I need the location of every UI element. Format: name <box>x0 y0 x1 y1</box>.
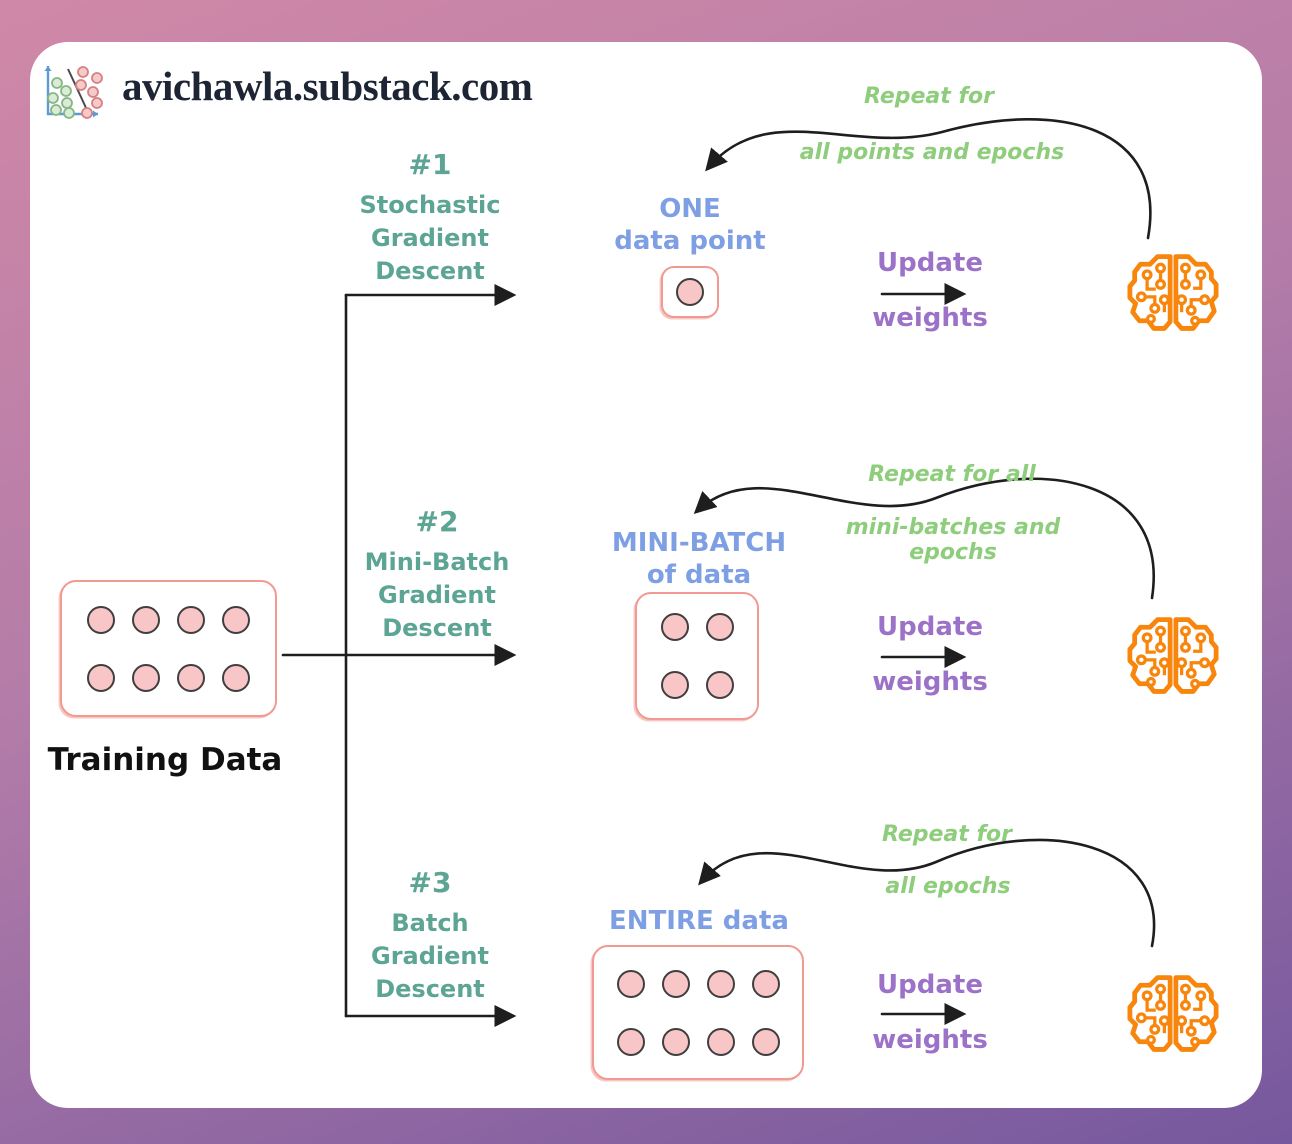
branch-3-target-label: ENTIRE data <box>589 905 809 937</box>
branch-2-name-line: Mini-Batch <box>364 548 510 576</box>
branch-2-data-box <box>635 592 759 720</box>
branch-2-number: #2 <box>415 505 459 538</box>
target-subtitle: of data <box>646 560 752 590</box>
branch-1-number: #1 <box>408 148 452 181</box>
training-data-box <box>60 580 277 717</box>
brain-icon-3 <box>1127 972 1219 1056</box>
repeat-note-3-line-2: all epochs <box>885 874 1011 899</box>
data-point-dot <box>132 605 160 634</box>
branch-3-data-box <box>592 945 804 1080</box>
data-point-dot <box>132 663 160 692</box>
target-title: MINI-BATCH <box>611 528 787 558</box>
repeat-note-3-line-1: Repeat for <box>882 822 1012 847</box>
data-point-dot <box>706 1027 735 1056</box>
repeat-note-1-line-2: all points and epochs <box>799 140 1065 165</box>
data-point-dot <box>222 663 250 692</box>
brain-icon-1 <box>1127 251 1219 335</box>
data-point-dot <box>705 671 734 699</box>
data-point-dot <box>661 1027 690 1056</box>
target-subtitle: data point <box>614 226 766 256</box>
branch-3-name-line: Descent <box>375 975 485 1003</box>
branch-1-target-label: ONE data point <box>600 193 780 257</box>
weights-label-3: weights <box>872 1025 988 1055</box>
branch-2-name-line: Gradient <box>378 581 496 609</box>
data-point-dot <box>222 605 250 634</box>
data-point-dot <box>87 663 115 692</box>
target-title: ENTIRE data <box>609 906 789 936</box>
update-label-3: Update <box>877 970 983 1000</box>
data-point-dot <box>87 605 115 634</box>
update-label-1: Update <box>877 248 983 278</box>
branch-3-number: #3 <box>408 866 452 899</box>
data-point-dot <box>177 605 205 634</box>
branch-1-data-box <box>661 266 719 318</box>
branch-2-name-line: Descent <box>382 614 492 642</box>
data-point-dot <box>660 613 689 641</box>
repeat-note-2-line-1: Repeat for all <box>868 462 1036 487</box>
scatter-plot-logo-icon <box>44 66 103 119</box>
update-label-2: Update <box>877 612 983 642</box>
branch-1-heading: #1 Stochastic Gradient Descent <box>330 148 530 288</box>
training-data-label: Training Data <box>47 742 283 778</box>
target-title: ONE <box>659 194 721 224</box>
branch-2-heading: #2 Mini-Batch Gradient Descent <box>337 505 537 645</box>
branch-1-name-line: Gradient <box>371 224 489 252</box>
weights-label-1: weights <box>872 303 988 333</box>
data-point-dot <box>616 1027 645 1056</box>
data-point-dot <box>706 969 735 998</box>
brain-icon-2 <box>1127 614 1219 698</box>
repeat-note-1-line-1: Repeat for <box>864 84 994 109</box>
data-point-dot <box>705 613 734 641</box>
branch-1-name-line: Descent <box>375 257 485 285</box>
branch-3-heading: #3 Batch Gradient Descent <box>330 866 530 1006</box>
data-point-dot <box>676 278 704 306</box>
data-point-dot <box>661 969 690 998</box>
data-point-dot <box>616 969 645 998</box>
branch-3-name-line: Batch <box>391 909 469 937</box>
data-point-dot <box>751 969 780 998</box>
data-point-dot <box>751 1027 780 1056</box>
repeat-note-2-line-2: mini-batches and epochs <box>845 515 1061 565</box>
weights-label-2: weights <box>872 667 988 697</box>
branch-2-target-label: MINI-BATCH of data <box>589 527 809 591</box>
branch-3-name-line: Gradient <box>371 942 489 970</box>
branch-1-name-line: Stochastic <box>359 191 501 219</box>
data-point-dot <box>177 663 205 692</box>
page-title: avichawla.substack.com <box>122 63 533 109</box>
data-point-dot <box>660 671 689 699</box>
